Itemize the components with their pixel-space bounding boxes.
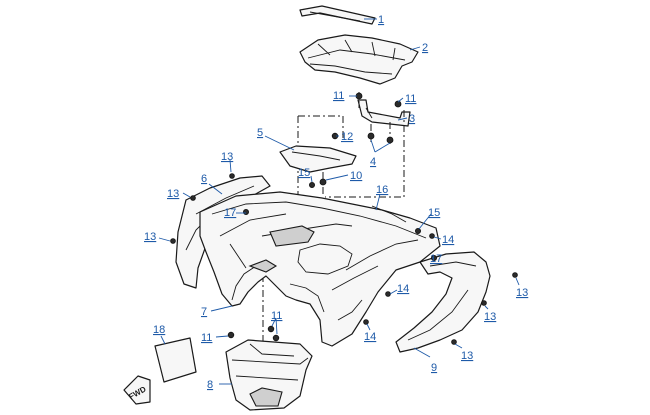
callout-11-plate: 11 (201, 332, 212, 344)
callout-6: 6 (201, 173, 207, 185)
screw-icon (451, 339, 457, 345)
callout-5: 5 (257, 127, 263, 139)
callout-13-a: 13 (221, 151, 233, 163)
callout-14-a: 14 (442, 234, 454, 246)
callout-17-b: 17 (430, 253, 442, 265)
callout-3: 3 (409, 113, 415, 125)
screw-icon (190, 195, 196, 201)
forward-direction-marker: FWD (123, 375, 151, 405)
clip-icon (319, 178, 327, 186)
callout-14-b: 14 (397, 283, 409, 295)
bolt-icon (267, 325, 275, 333)
callout-13-c: 13 (144, 231, 156, 243)
callout-17-a: 17 (224, 207, 236, 219)
part-mud-panel (279, 145, 357, 173)
screw-icon (481, 300, 487, 306)
clip-icon (414, 227, 421, 234)
screw-icon (170, 238, 176, 244)
callout-13-b: 13 (167, 188, 179, 200)
callout-2: 2 (422, 42, 428, 54)
callout-13-e: 13 (484, 311, 496, 323)
callout-11-left: 11 (333, 90, 344, 102)
part-rack-cover (299, 34, 419, 85)
callout-11-box: 11 (271, 310, 282, 322)
callout-14-c: 14 (364, 331, 376, 343)
nut-icon (367, 132, 375, 140)
screw-icon (229, 173, 235, 179)
callouts: 1 2 3 4 5 6 7 8 9 10 11 11 11 11 12 13 1… (144, 14, 528, 391)
callout-18: 18 (153, 324, 165, 336)
part-plate (154, 337, 197, 383)
bolt-icon (227, 331, 235, 339)
screw-icon (512, 272, 518, 278)
screw-icon (363, 319, 369, 325)
callout-4: 4 (370, 156, 376, 168)
part-bracket (357, 99, 411, 127)
callout-9: 9 (431, 362, 437, 374)
part-top-strap (299, 5, 376, 25)
callout-12: 12 (341, 131, 353, 143)
callout-15-b: 15 (428, 207, 440, 219)
clip-icon (242, 208, 249, 215)
callout-11-right: 11 (405, 93, 416, 105)
bolt-icon (394, 100, 402, 108)
screw-icon (429, 233, 435, 239)
bolt-icon (272, 334, 280, 342)
callout-1: 1 (378, 14, 384, 26)
callout-8: 8 (207, 379, 213, 391)
part-right-fender (395, 251, 491, 353)
leader-lines (158, 18, 520, 385)
callout-16: 16 (376, 184, 388, 196)
part-main-fender-body (199, 191, 441, 347)
callout-13-d: 13 (516, 287, 528, 299)
callout-13-f: 13 (461, 350, 473, 362)
callout-10: 10 (350, 170, 362, 182)
screw-icon (385, 291, 391, 297)
screw-icon (308, 181, 315, 188)
nut-icon (386, 136, 394, 144)
callout-15-a: 15 (298, 167, 310, 179)
part-storage-box (225, 339, 313, 411)
callout-7: 7 (201, 306, 207, 318)
